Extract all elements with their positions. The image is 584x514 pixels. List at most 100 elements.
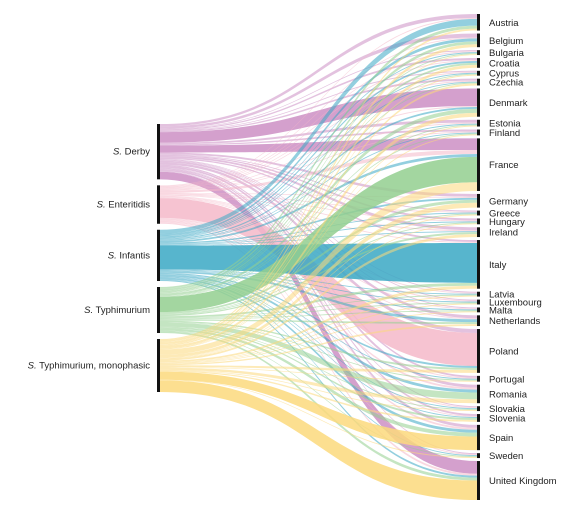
target-label-belgium: Belgium bbox=[489, 36, 523, 47]
flow-3-to-cyprus bbox=[160, 72, 477, 238]
flow-1-to-france bbox=[160, 138, 477, 153]
target-node-spain bbox=[477, 424, 480, 451]
flow-2-to-united-kingdom bbox=[160, 222, 477, 476]
target-node-bulgaria bbox=[477, 50, 480, 56]
target-node-austria bbox=[477, 14, 480, 31]
flow-4-to-cyprus bbox=[160, 73, 477, 293]
target-node-estonia bbox=[477, 119, 480, 127]
flow-4-to-portugal bbox=[160, 321, 477, 381]
flow-5-to-estonia bbox=[160, 125, 477, 349]
target-label-czechia: Czechia bbox=[489, 78, 524, 89]
target-label-denmark: Denmark bbox=[489, 98, 528, 109]
flow-2-to-sweden bbox=[160, 222, 477, 456]
target-label-france: France bbox=[489, 160, 519, 171]
flow-2-to-bulgaria bbox=[160, 51, 477, 188]
source-label-4: S. Typhimurium bbox=[84, 305, 150, 316]
target-label-hungary: Hungary bbox=[489, 217, 525, 228]
flow-4-to-netherlands bbox=[160, 319, 477, 325]
flow-5-to-luxembourg bbox=[160, 303, 477, 364]
flow-4-to-belgium bbox=[160, 41, 477, 291]
source-node-4 bbox=[157, 287, 160, 334]
flow-2-to-hungary bbox=[160, 194, 477, 222]
flow-4-to-denmark bbox=[160, 108, 477, 296]
flow-3-to-united-kingdom bbox=[160, 279, 477, 478]
target-node-france bbox=[477, 138, 480, 191]
flow-2-to-france bbox=[160, 150, 477, 193]
target-label-germany: Germany bbox=[489, 196, 528, 207]
target-node-united-kingdom bbox=[477, 461, 480, 500]
flow-2-to-slovakia bbox=[160, 219, 477, 409]
target-label-latvia: Latvia bbox=[489, 290, 515, 301]
flow-5-to-malta bbox=[160, 311, 477, 365]
flow-4-to-croatia bbox=[160, 62, 477, 293]
flow-1-to-belgium bbox=[160, 33, 477, 129]
flow-5-to-cyprus bbox=[160, 74, 477, 345]
flow-4-to-romania bbox=[160, 322, 477, 400]
flow-5-to-italy bbox=[160, 285, 477, 363]
source-node-3 bbox=[157, 229, 160, 282]
flow-4-to-germany bbox=[160, 199, 477, 314]
target-label-portugal: Portugal bbox=[489, 374, 524, 385]
target-label-estonia: Estonia bbox=[489, 119, 521, 130]
target-node-portugal bbox=[477, 375, 480, 382]
target-label-poland: Poland bbox=[489, 346, 519, 357]
target-node-poland bbox=[477, 329, 480, 373]
flow-3-to-portugal bbox=[160, 274, 477, 380]
flow-3-to-belgium bbox=[160, 38, 477, 236]
flow-3-to-estonia bbox=[160, 123, 477, 241]
flow-4-to-bulgaria bbox=[160, 53, 477, 292]
source-label-2: S. Enteritidis bbox=[97, 200, 151, 211]
flow-5-to-france bbox=[160, 182, 477, 355]
target-label-cyprus: Cyprus bbox=[489, 69, 519, 80]
flow-2-to-ireland bbox=[160, 194, 477, 232]
target-node-latvia bbox=[477, 291, 480, 297]
flow-4-to-estonia bbox=[160, 124, 477, 297]
flow-5-to-ireland bbox=[160, 234, 477, 361]
flow-5-to-czechia bbox=[160, 83, 477, 346]
flow-1-to-austria bbox=[160, 14, 477, 127]
flow-1-to-hungary bbox=[160, 154, 477, 221]
target-label-croatia: Croatia bbox=[489, 58, 520, 69]
target-label-bulgaria: Bulgaria bbox=[489, 48, 525, 59]
target-label-united-kingdom: United Kingdom bbox=[489, 476, 557, 487]
target-label-luxembourg: Luxembourg bbox=[489, 298, 542, 309]
target-label-finland: Finland bbox=[489, 128, 520, 139]
source-label-1: S. Derby bbox=[113, 147, 150, 158]
flow-1-to-germany bbox=[160, 152, 477, 197]
flow-5-to-greece bbox=[160, 214, 477, 359]
target-node-cyprus bbox=[477, 70, 480, 76]
target-label-slovenia: Slovenia bbox=[489, 413, 526, 424]
flow-5-to-romania bbox=[160, 367, 477, 404]
flow-3-to-austria bbox=[160, 18, 477, 234]
target-label-slovakia: Slovakia bbox=[489, 404, 526, 415]
flow-5-to-hungary bbox=[160, 223, 477, 359]
flow-1-to-denmark bbox=[160, 88, 477, 143]
target-node-croatia bbox=[477, 58, 480, 68]
flow-3-to-spain bbox=[160, 277, 477, 433]
target-node-belgium bbox=[477, 33, 480, 48]
flow-5-to-united-kingdom bbox=[160, 380, 477, 500]
target-label-italy: Italy bbox=[489, 260, 507, 271]
flow-3-to-germany bbox=[160, 197, 477, 244]
target-label-malta: Malta bbox=[489, 305, 513, 316]
source-node-1 bbox=[157, 124, 160, 180]
flow-2-to-cyprus bbox=[160, 71, 477, 189]
flow-1-to-cyprus bbox=[160, 70, 477, 131]
target-node-denmark bbox=[477, 88, 480, 117]
flow-2-to-austria bbox=[160, 17, 477, 186]
flow-3-to-bulgaria bbox=[160, 52, 477, 237]
flow-4-to-czechia bbox=[160, 82, 477, 294]
flow-2-to-slovenia bbox=[160, 220, 477, 417]
flow-1-to-sweden bbox=[160, 171, 477, 455]
flow-1-to-italy bbox=[160, 157, 477, 242]
target-node-finland bbox=[477, 129, 480, 136]
flow-5-to-denmark bbox=[160, 112, 477, 349]
flow-1-to-latvia bbox=[160, 158, 477, 293]
flow-4-to-malta bbox=[160, 310, 477, 320]
flow-4-to-italy bbox=[160, 282, 477, 318]
flow-4-to-greece bbox=[160, 213, 477, 315]
target-label-ireland: Ireland bbox=[489, 228, 518, 239]
target-node-greece bbox=[477, 210, 480, 216]
